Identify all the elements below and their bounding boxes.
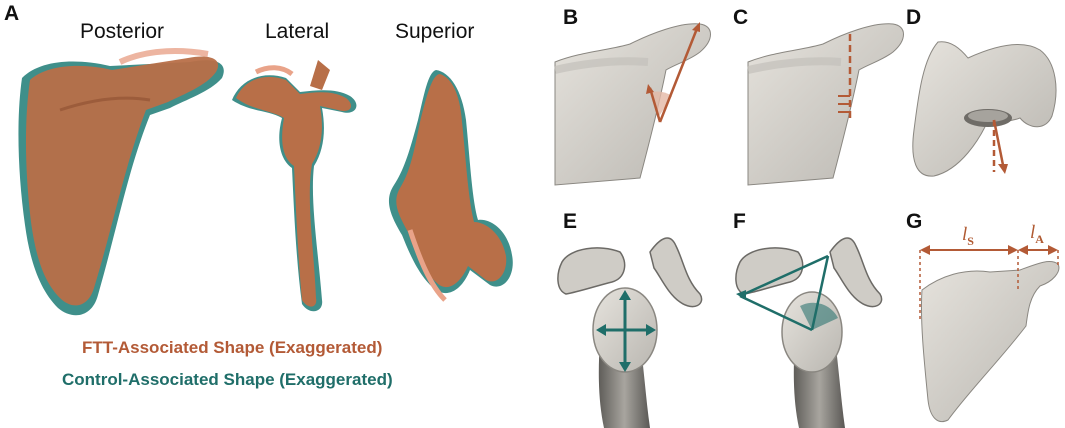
label-ls-main: l — [962, 224, 968, 245]
panel-label-a: A — [4, 2, 20, 25]
lateral-scapula-control — [232, 75, 357, 312]
view-title-lateral: Lateral — [265, 20, 330, 43]
lateral-scapula-ftt — [236, 60, 352, 307]
view-title-superior: Superior — [395, 20, 475, 43]
posterior-scapula-ftt — [25, 48, 219, 306]
label-la-main: l — [1030, 222, 1036, 243]
label-ls-sub: S — [967, 233, 974, 248]
panel-label-b: B — [563, 6, 579, 29]
view-title-posterior: Posterior — [80, 20, 165, 43]
superior-scapula-ftt — [396, 74, 507, 302]
panel-d-tilt-marker — [992, 119, 1008, 174]
panel-g-length-markers — [919, 245, 1059, 320]
label-ls: lS — [962, 224, 974, 249]
panel-b-bone — [554, 23, 711, 186]
panel-c-offset-marker — [838, 34, 852, 122]
panel-f-bone — [735, 237, 883, 428]
panel-label-e: E — [563, 210, 578, 233]
panel-d-bone — [912, 41, 1057, 177]
label-la: lA — [1030, 222, 1044, 247]
panel-label-c: C — [733, 6, 749, 29]
panel-f-angle-marker — [736, 254, 838, 332]
label-la-sub: A — [1035, 231, 1044, 246]
panel-e-bone — [557, 237, 703, 428]
panel-label-f: F — [733, 210, 746, 233]
panel-g-bone — [920, 261, 1060, 423]
legend-ftt: FTT-Associated Shape (Exaggerated) — [82, 338, 383, 357]
panel-label-g: G — [906, 210, 923, 233]
panel-e-glenoid-axes — [596, 290, 656, 372]
panel-label-d: D — [906, 6, 922, 29]
panel-b-angle-marker — [646, 22, 700, 123]
panel-c-bone — [747, 23, 904, 186]
legend-control: Control-Associated Shape (Exaggerated) — [62, 370, 393, 389]
